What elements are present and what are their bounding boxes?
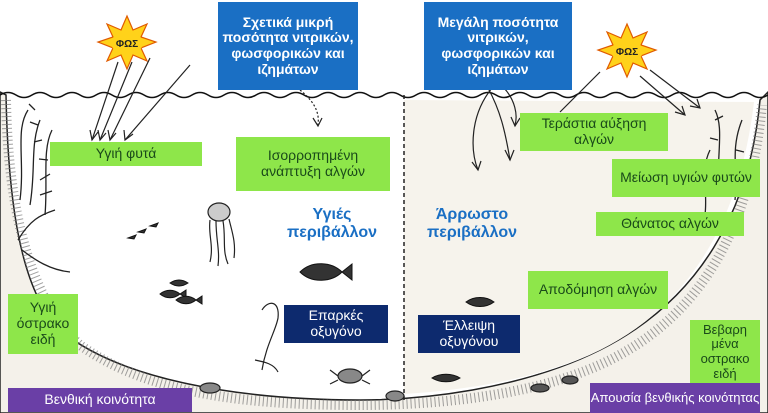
left-nutrients-box: Σχετικά μικρή ποσότητα νιτρικών, φωσφορι… <box>218 2 358 90</box>
reduced-plants-label: Μείωση υγιών φυτών <box>612 159 760 197</box>
left-nutrients-text: Σχετικά μικρή ποσότητα νιτρικών, φωσφορι… <box>218 15 358 78</box>
healthy-shellfish-label: Υγιή όστρακο ειδή <box>8 294 78 354</box>
reduced-plants-text: Μείωση υγιών φυτών <box>620 170 752 186</box>
decomposition-text: Αποδόμηση αλγών <box>539 282 657 298</box>
no-benthic-text: Απουσία βενθικής κοινότητας <box>591 391 759 406</box>
decomposition-label: Αποδόμηση αλγών <box>528 271 668 309</box>
healthy-plants-text: Υγιή φυτά <box>96 146 157 162</box>
healthy-environment-label: Υγιές περιβάλλον <box>272 206 392 243</box>
algae-death-text: Θάνατος αλγών <box>621 216 719 232</box>
sick-shellfish-label: Βεβαρη μένα οστρακο ειδή <box>690 320 760 384</box>
water-surface <box>0 93 768 98</box>
no-benthic-label: Απουσία βενθικής κοινότητας <box>590 383 760 413</box>
balanced-algae-text: Ισορροπημένη ανάπτυξη αλγών <box>236 148 390 179</box>
oxygen-lack-text: Έλλειψη οξυγόνου <box>418 318 520 349</box>
oxygen-lack-label: Έλλειψη οξυγόνου <box>418 315 520 353</box>
right-sun-label: ΦΩΣ <box>616 47 638 58</box>
left-sun-label: ΦΩΣ <box>116 39 138 50</box>
huge-algae-text: Τεράστια αύξηση αλγών <box>520 116 668 147</box>
healthy-shellfish-text: Υγιή όστρακο ειδή <box>8 300 78 347</box>
healthy-plants-label: Υγιή φυτά <box>50 142 202 166</box>
algae-death-label: Θάνατος αλγών <box>596 212 744 236</box>
huge-algae-label: Τεράστια αύξηση αλγών <box>520 113 668 151</box>
sick-environment-label: Άρρωστο περιβάλλον <box>412 206 532 243</box>
balanced-algae-label: Ισορροπημένη ανάπτυξη αλγών <box>236 137 390 191</box>
enough-oxygen-label: Επαρκές οξυγόνο <box>284 305 388 343</box>
benthic-community-text: Βενθική κοινότητα <box>44 392 155 408</box>
benthic-community-label: Βενθική κοινότητα <box>8 388 192 412</box>
enough-oxygen-text: Επαρκές οξυγόνο <box>284 308 388 339</box>
right-nutrients-box: Μεγάλη ποσότητα νιτρικών, φωσφορικών και… <box>424 2 572 90</box>
sick-shellfish-text: Βεβαρη μένα οστρακο ειδή <box>690 323 760 381</box>
right-nutrients-text: Μεγάλη ποσότητα νιτρικών, φωσφορικών και… <box>424 15 572 78</box>
